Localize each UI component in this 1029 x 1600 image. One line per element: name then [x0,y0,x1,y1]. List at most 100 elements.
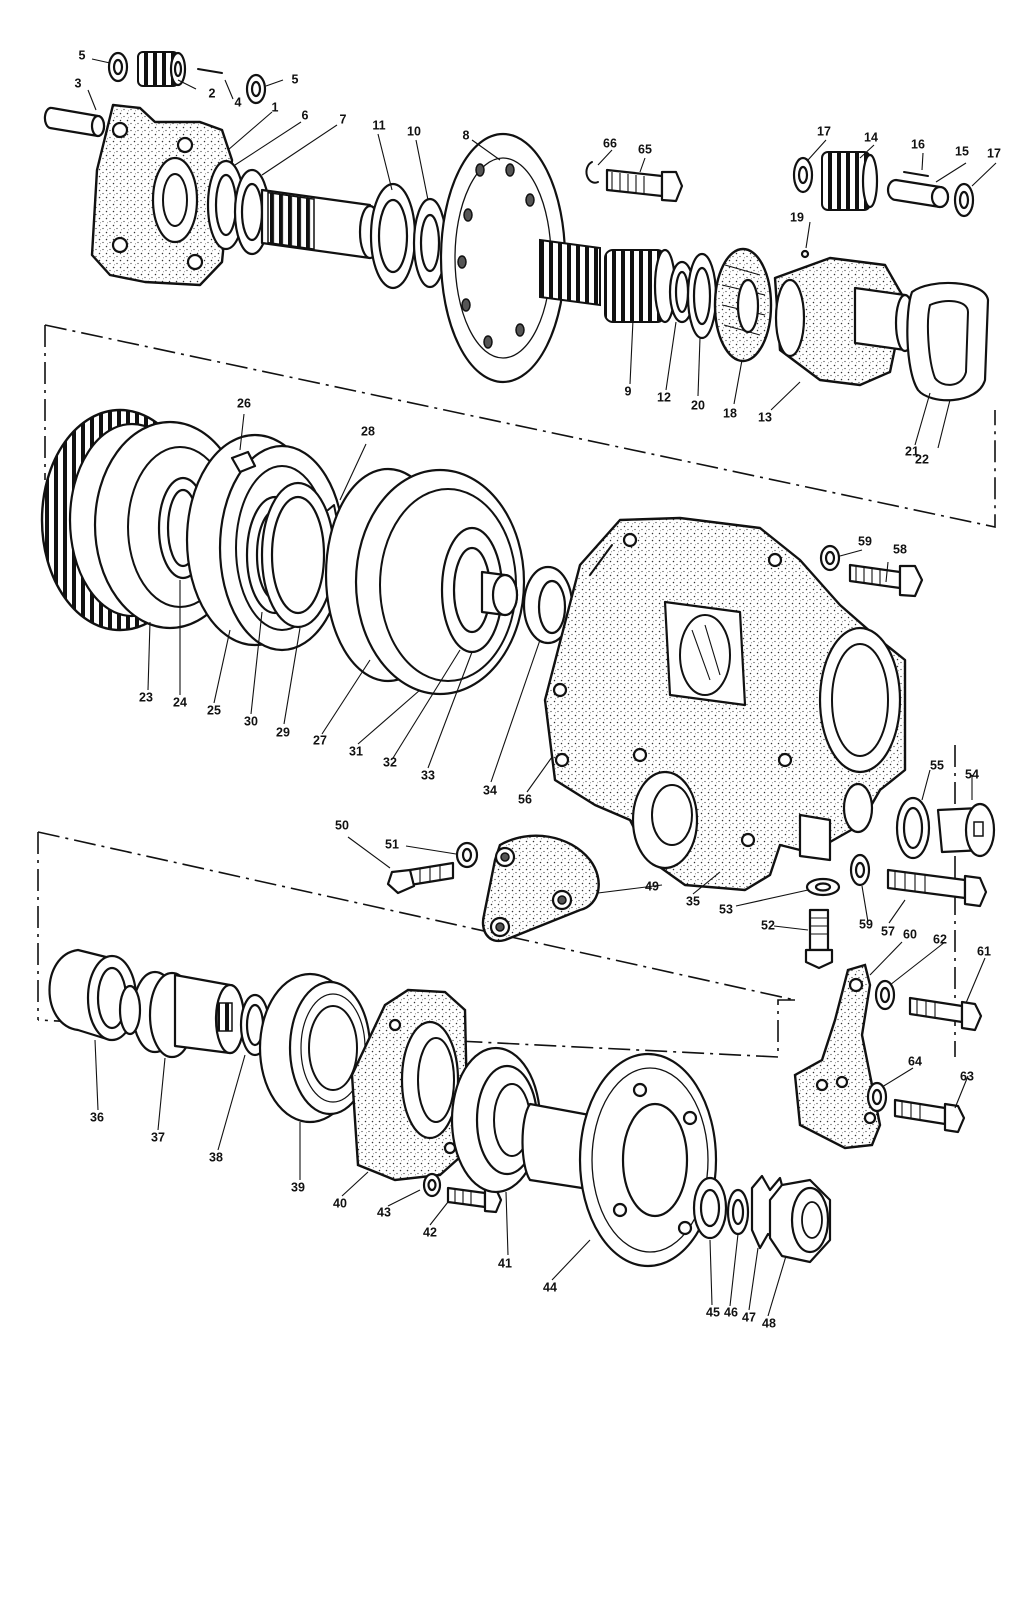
callout-59b: 59 [859,917,873,931]
callout-19: 19 [790,210,804,224]
stud-part [849,853,988,908]
callout-50: 50 [335,818,349,832]
callout-46: 46 [724,1305,738,1319]
callout-31: 31 [349,744,363,758]
callout-12: 12 [657,390,671,404]
drain-plug-part [895,796,996,860]
shims-part [668,252,718,340]
callout-18: 18 [723,406,737,420]
pin-part [43,106,106,138]
crown-wheel-part [713,247,773,363]
main-casing-part [543,516,907,892]
callout-38: 38 [209,1150,223,1164]
callout-35: 35 [686,894,700,908]
callout-43: 43 [377,1205,391,1219]
callout-22: 22 [915,452,929,466]
washer-part [107,51,267,105]
key-part [197,68,223,74]
housing-bolt-part [422,1172,503,1214]
output-assembly [48,948,983,1268]
callout-11: 11 [372,118,385,132]
callout-48: 48 [762,1316,776,1330]
output-seal-part [450,1046,542,1194]
callout-6: 6 [302,108,309,122]
callout-42: 42 [423,1225,437,1239]
callout-49: 49 [645,879,659,893]
pinion-gear-part [539,238,677,324]
callout-62: 62 [933,932,947,946]
cover-washer-and-bolt-part [804,877,841,970]
clip-and-bolt-part [585,161,684,203]
callout-7: 7 [340,112,347,126]
lever-bolts-part [866,979,983,1134]
callout-5a: 5 [79,48,86,62]
callout-30: 30 [244,714,258,728]
callout-2: 2 [209,86,216,100]
callout-14: 14 [864,130,878,144]
callout-17a: 17 [817,124,831,138]
callout-60: 60 [903,927,917,941]
callout-27: 27 [313,733,327,747]
front-housing-part [90,103,234,287]
callout-47: 47 [742,1310,756,1324]
callout-40: 40 [333,1196,347,1210]
selector-lever-part [793,963,882,1150]
callout-61: 61 [977,944,991,958]
callout-66: 66 [603,136,617,150]
callout-51: 51 [385,837,399,851]
flange-nut-stack-part [692,1174,832,1264]
callout-32: 32 [383,755,397,769]
callout-57: 57 [881,924,895,938]
output-flange-part [521,1052,718,1268]
callout-10: 10 [407,124,421,138]
leader-lines [87,58,997,1317]
small-pinion-part [137,51,187,87]
callout-44: 44 [543,1280,557,1294]
callout-24: 24 [173,695,187,709]
callout-26: 26 [237,396,251,410]
splined-hub-part [118,970,246,1059]
callout-23: 23 [139,690,153,704]
callout-36: 36 [90,1110,104,1124]
main-shaft-part [260,188,382,260]
end-cover-part [386,834,600,943]
callout-15: 15 [955,144,969,158]
bearing-housing-part [350,988,470,1182]
side-gear-parts [792,151,975,259]
callout-25: 25 [207,703,221,717]
callout-9: 9 [625,384,632,398]
callout-58: 58 [893,542,907,556]
callout-8: 8 [463,128,470,142]
callout-1: 1 [272,100,279,114]
callout-17b: 17 [987,146,1001,160]
callout-65: 65 [638,142,652,156]
callout-21: 21 [905,444,919,458]
callout-41: 41 [498,1256,512,1270]
callout-4: 4 [235,95,242,109]
race-ring-part [906,281,990,402]
callout-45: 45 [706,1305,720,1319]
callout-59a: 59 [858,534,872,548]
callout-39: 39 [291,1180,305,1194]
callout-16: 16 [911,137,925,151]
clutch-assembly [40,408,996,970]
callout-33: 33 [421,768,435,782]
callout-28: 28 [361,424,375,438]
top-shaft-assembly [43,51,990,402]
spacer-rings-part [206,159,271,256]
callout-29: 29 [276,725,290,739]
differential-case-part [773,256,916,387]
callout-5b: 5 [292,72,299,86]
callout-56: 56 [518,792,532,806]
callout-63: 63 [960,1069,974,1083]
callout-52: 52 [761,918,775,932]
callout-55: 55 [930,758,944,772]
callout-13: 13 [758,410,772,424]
rear-drum-part [324,467,526,696]
callout-64: 64 [908,1054,922,1068]
callout-53: 53 [719,902,733,916]
callout-3: 3 [75,76,82,90]
